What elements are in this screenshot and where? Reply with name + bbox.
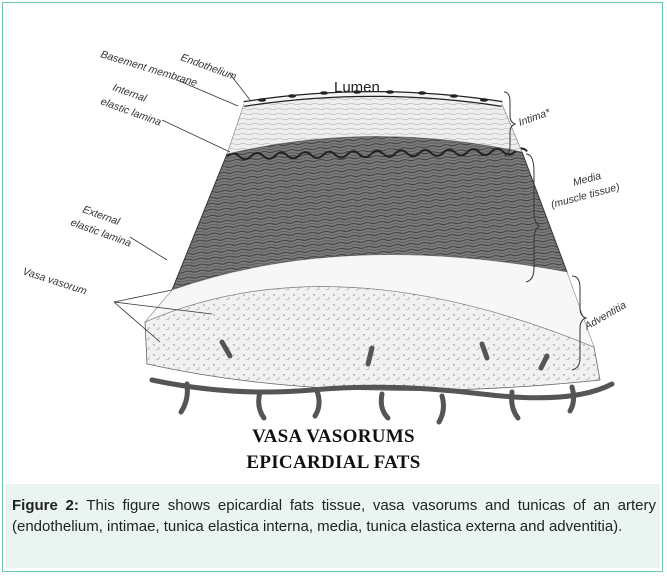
label-adventitia: Adventitia: [582, 299, 629, 333]
label-internal-elastic-2: elastic lamina: [99, 96, 163, 129]
caption-label: Figure 2:: [12, 497, 79, 514]
caption-text: This figure shows epicardial fats tissue…: [12, 497, 656, 535]
label-intima: Intima*: [517, 106, 553, 129]
heading-epicardial-fats: EPICARDIAL FATS: [0, 452, 667, 474]
label-lumen: Lumen: [334, 79, 380, 96]
figure-caption: Figure 2: This figure shows epicardial f…: [12, 495, 656, 537]
artery-wall-diagram: Endothelium Basement membrane Internal e…: [12, 12, 652, 484]
heading-vasa-vasorums: VASA VASORUMS: [0, 426, 667, 448]
label-vasa-vasorum: Vasa vasorum: [21, 265, 88, 297]
